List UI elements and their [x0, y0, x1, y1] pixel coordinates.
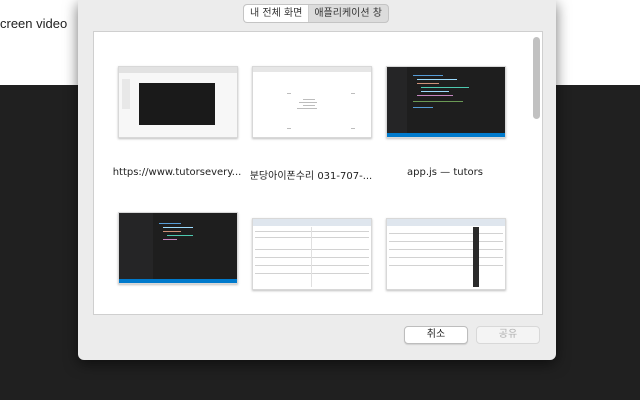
video-area	[139, 83, 215, 125]
code-line	[163, 239, 177, 240]
source-type-segmented-control: 내 전체 화면 애플리케이션 창	[243, 4, 389, 23]
code-line	[413, 75, 443, 76]
document-toolbar	[253, 67, 371, 72]
sheet-row	[255, 249, 369, 250]
source-caption: 분당아이폰수리 031-707-...	[249, 171, 373, 182]
code-line	[421, 87, 469, 88]
code-line	[163, 231, 181, 232]
sheet-toolbar	[387, 219, 505, 226]
code-line	[417, 83, 439, 84]
code-line	[413, 107, 433, 108]
sheet-row	[389, 241, 503, 242]
sheet-toolbar	[253, 219, 371, 226]
source-thumbnail-spreadsheet[interactable]	[386, 218, 506, 290]
doc-line	[297, 108, 317, 109]
sheet-row	[389, 257, 503, 258]
screen-share-dialog: 내 전체 화면 애플리케이션 창 https://www.tutorsevery…	[78, 0, 556, 360]
tab-application-window[interactable]: 애플리케이션 창	[314, 8, 382, 19]
source-grid: https://www.tutorsevery... 분당아이폰수리 031-7…	[93, 31, 543, 315]
doc-line	[351, 128, 355, 129]
sheet-row	[255, 265, 369, 266]
code-line	[417, 79, 457, 80]
scrollbar-thumb[interactable]	[533, 37, 540, 119]
source-thumbnail-browser[interactable]	[118, 66, 238, 138]
code-line	[163, 227, 193, 228]
browser-toolbar	[119, 67, 237, 73]
sheet-row	[389, 265, 503, 266]
background-page-text: creen video	[0, 16, 68, 31]
code-line	[159, 223, 181, 224]
doc-line	[299, 102, 317, 103]
doc-line	[287, 93, 291, 94]
source-thumbnail-code-editor[interactable]	[386, 66, 506, 138]
code-line	[417, 95, 453, 96]
share-button[interactable]: 공유	[476, 326, 540, 344]
sheet-row	[255, 237, 369, 238]
source-thumbnail-code-editor[interactable]	[118, 212, 238, 284]
sheet-row	[389, 233, 503, 234]
sheet-row	[255, 231, 369, 232]
code-line	[421, 91, 449, 92]
editor-sidebar	[119, 213, 153, 283]
sheet-row	[255, 273, 369, 274]
cancel-button[interactable]: 취소	[404, 326, 468, 344]
tab-entire-screen[interactable]: 내 전체 화면	[244, 5, 309, 22]
source-caption: app.js — tutors	[407, 167, 483, 178]
editor-sidebar	[387, 67, 407, 137]
sheet-row	[389, 249, 503, 250]
editor-status-bar	[119, 279, 237, 283]
code-line	[167, 235, 193, 236]
sheet-row	[255, 257, 369, 258]
scrollbar[interactable]	[533, 34, 540, 310]
source-thumbnail-document[interactable]	[252, 66, 372, 138]
doc-line	[351, 93, 355, 94]
source-caption: https://www.tutorsevery...	[112, 167, 242, 178]
code-line	[413, 101, 463, 102]
sheet-dark-panel	[473, 227, 479, 287]
editor-status-bar	[387, 133, 505, 137]
source-thumbnail-spreadsheet[interactable]	[252, 218, 372, 290]
doc-line	[303, 105, 315, 106]
sheet-column	[311, 227, 312, 287]
doc-line	[303, 99, 315, 100]
doc-line	[287, 128, 291, 129]
browser-sidebar	[122, 79, 130, 109]
